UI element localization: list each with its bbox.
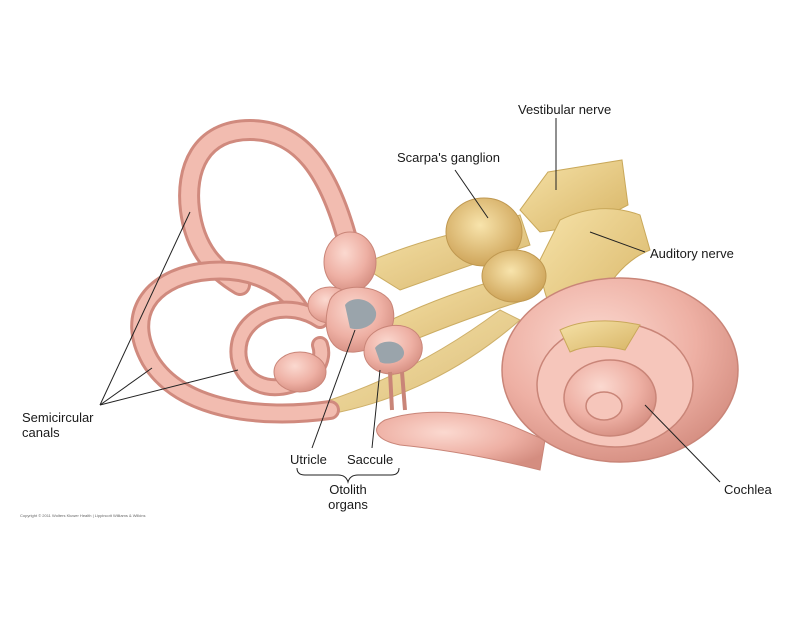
utricle-macula — [345, 299, 377, 330]
label-utricle: Utricle — [290, 452, 327, 467]
ductus-reuniens — [388, 371, 407, 411]
vestibule — [273, 231, 423, 411]
label-scarpas-ganglion: Scarpa's ganglion — [397, 150, 500, 165]
label-otolith-organs: Otolith organs — [318, 482, 378, 512]
ampulla-superior — [323, 231, 377, 293]
ampulla-posterior — [273, 351, 327, 393]
leader-canal-1 — [99, 211, 191, 406]
label-auditory-nerve: Auditory nerve — [650, 246, 734, 261]
scarpas-ganglion-lower — [481, 249, 547, 303]
cochlea-apex — [585, 391, 623, 421]
leader-canal-3 — [99, 369, 239, 406]
label-cochlea: Cochlea — [724, 482, 772, 497]
label-otolith-line1: Otolith — [329, 482, 367, 497]
leader-utricle — [311, 329, 356, 449]
leader-scarpa — [454, 169, 489, 219]
cochlear-duct-base — [376, 411, 546, 471]
leader-saccule — [371, 369, 381, 449]
label-semicircular-line2: canals — [22, 425, 60, 440]
label-semicircular-line1: Semicircular — [22, 410, 94, 425]
label-otolith-line2: organs — [328, 497, 368, 512]
leader-canal-2 — [99, 367, 153, 406]
cochlea-group — [376, 277, 739, 471]
modiolus-nerve — [559, 320, 641, 353]
leader-auditory — [589, 231, 646, 253]
copyright-notice: Copyright © 2011 Wolters Kluwer Health |… — [20, 513, 146, 518]
saccule-macula — [375, 341, 405, 364]
leader-cochlea — [644, 404, 721, 483]
otolith-brace — [296, 467, 400, 484]
leader-lines — [99, 118, 721, 484]
label-saccule: Saccule — [347, 452, 394, 467]
label-semicircular-canals: Semicircular canals — [22, 410, 94, 440]
label-vestibular-nerve: Vestibular nerve — [518, 102, 612, 117]
